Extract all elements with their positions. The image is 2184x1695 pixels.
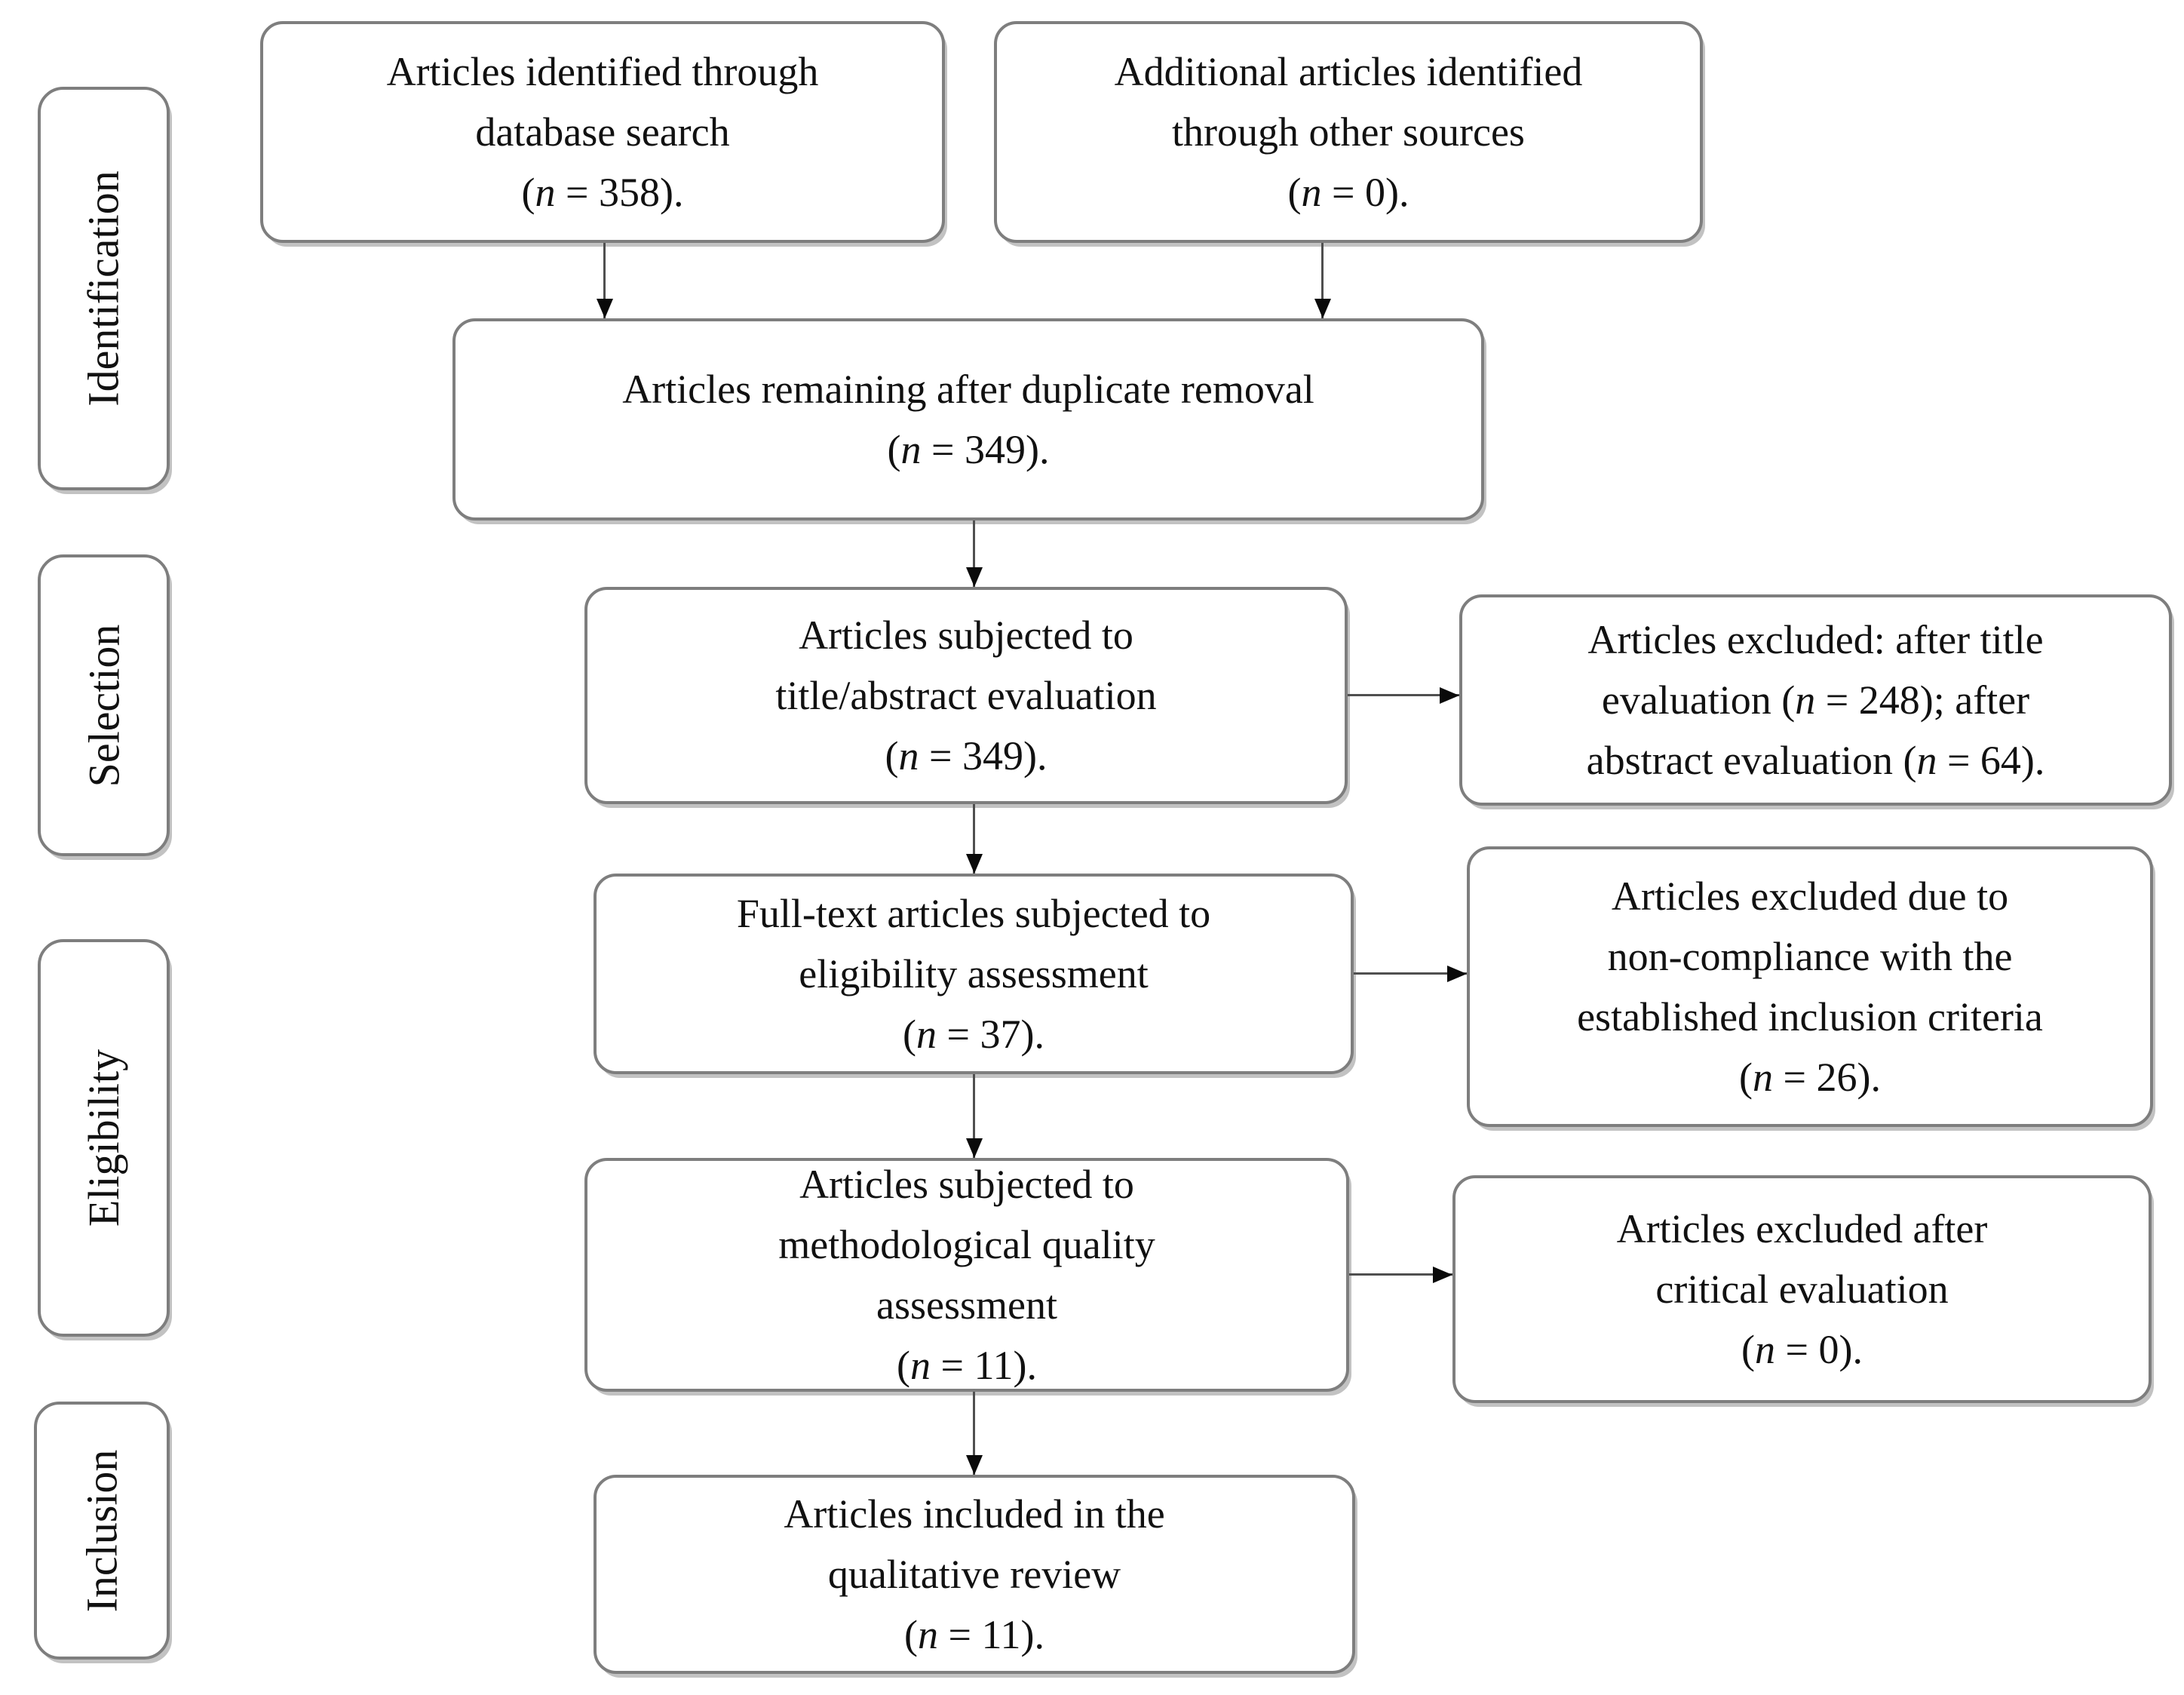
box-text-line: Articles excluded due to [1611, 874, 2009, 919]
box-text-line: (n = 0). [1741, 1327, 1863, 1372]
arrow-title-abstract-to-full-text [973, 804, 975, 874]
box-text-line: established inclusion criteria [1577, 994, 2043, 1039]
box-text-line: (n = 26). [1739, 1055, 1881, 1100]
flow-box-excluded-critical-evaluation: Articles excluded after critical evaluat… [1452, 1175, 2152, 1403]
box-text-line: title/abstract evaluation [775, 673, 1157, 718]
box-text-line: evaluation (n = 248); after [1601, 677, 2030, 723]
flow-box-title-abstract-evaluation: Articles subjected to title/abstract eva… [584, 587, 1348, 804]
arrow-full-text-to-excluded [1354, 972, 1467, 975]
flow-box-duplicate-removal: Articles remaining after duplicate remov… [452, 318, 1484, 520]
stage-label-text: Inclusion [77, 1449, 127, 1612]
box-text-line: Articles subjected to [799, 613, 1133, 658]
box-text-line: (n = 358). [521, 170, 684, 215]
box-text-line: methodological quality [778, 1222, 1155, 1267]
stage-label-text: Selection [79, 624, 128, 787]
box-text-line: (n = 349). [885, 733, 1048, 778]
box-text-line: qualitative review [827, 1552, 1121, 1597]
stage-label-eligibility: Eligibility [38, 939, 170, 1337]
box-text-line: Articles subjected to [799, 1162, 1134, 1207]
box-text-line: (n = 0). [1287, 170, 1409, 215]
box-text-line: Articles included in the [784, 1491, 1165, 1537]
stage-label-inclusion: Inclusion [34, 1402, 170, 1660]
box-text-line: through other sources [1172, 109, 1525, 155]
box-text-line: abstract evaluation (n = 64). [1586, 738, 2045, 783]
stage-label-text: Identification [79, 170, 128, 407]
arrow-quality-to-excluded [1349, 1273, 1452, 1276]
box-text-line: eligibility assessment [799, 951, 1149, 996]
arrow-other-sources-to-duplicate [1321, 243, 1324, 318]
box-text-line: Articles remaining after duplicate remov… [622, 367, 1314, 412]
box-text-line: Articles identified through [386, 49, 819, 94]
box-text-line: non-compliance with the [1607, 934, 2013, 979]
box-text-line: Full-text articles subjected to [736, 891, 1211, 936]
flow-box-identified-database: Articles identified through database sea… [260, 21, 945, 243]
flow-box-quality-assessment: Articles subjected to methodological qua… [584, 1158, 1349, 1392]
arrow-title-abstract-to-excluded [1348, 694, 1459, 696]
box-text-line: (n = 11). [904, 1612, 1044, 1657]
box-text-line: Additional articles identified [1114, 49, 1583, 94]
stage-label-identification: Identification [38, 87, 170, 490]
flow-box-excluded-title-abstract: Articles excluded: after title evaluatio… [1459, 594, 2172, 806]
box-text-line: (n = 349). [887, 427, 1050, 472]
box-text-line: assessment [876, 1282, 1057, 1328]
box-text-line: (n = 11). [897, 1343, 1037, 1388]
box-text-line: critical evaluation [1655, 1267, 1949, 1312]
box-text-line: Articles excluded after [1616, 1206, 1988, 1251]
flow-box-other-sources: Additional articles identified through o… [994, 21, 1703, 243]
box-text-line: (n = 37). [903, 1012, 1044, 1057]
box-text-line: database search [475, 109, 730, 155]
flow-box-excluded-inclusion-criteria: Articles excluded due to non-compliance … [1467, 846, 2153, 1127]
arrow-duplicate-to-title-abstract [973, 520, 975, 587]
arrow-full-text-to-quality [973, 1074, 975, 1158]
arrow-database-to-duplicate [603, 243, 606, 318]
arrow-quality-to-included [973, 1392, 975, 1475]
flow-box-included-qualitative: Articles included in the qualitative rev… [594, 1475, 1355, 1674]
stage-label-text: Eligibility [79, 1049, 129, 1227]
flow-box-full-text-eligibility: Full-text articles subjected to eligibil… [594, 874, 1354, 1074]
box-text-line: Articles excluded: after title [1587, 617, 2044, 662]
stage-label-selection: Selection [38, 554, 170, 856]
